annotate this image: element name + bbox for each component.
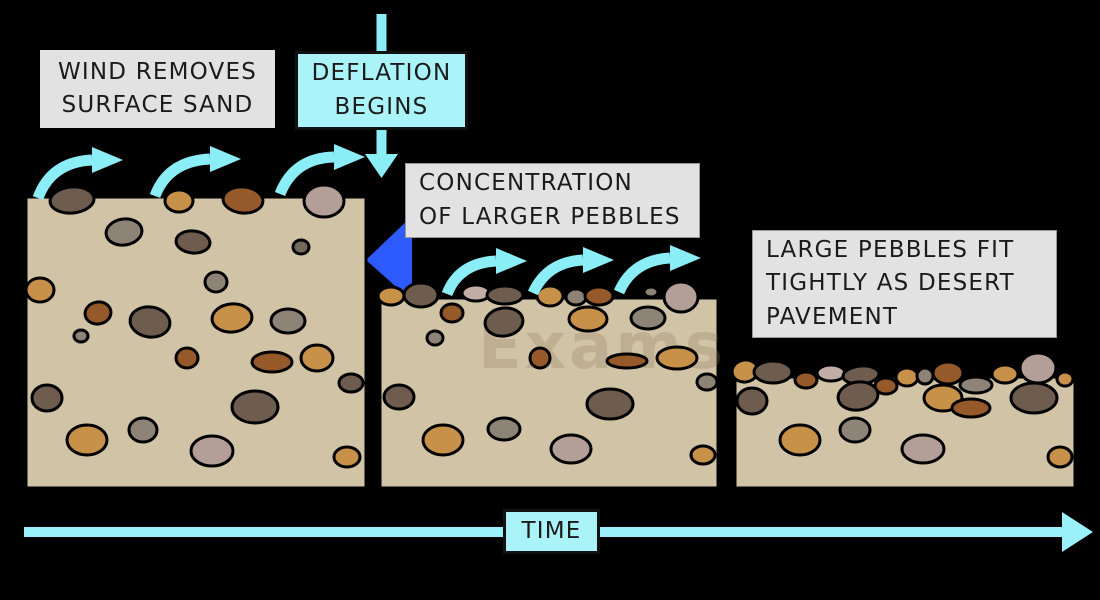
pebble: [269, 307, 307, 335]
pebble: [567, 305, 609, 333]
pebble: [836, 380, 880, 412]
pebble: [163, 188, 195, 214]
pebble: [1055, 370, 1075, 388]
pavement-label-line2: TIGHTLY AS DESERT: [766, 270, 1015, 297]
pebbles-stage3: [730, 351, 1075, 469]
pebble: [958, 375, 994, 395]
pebble: [174, 346, 200, 370]
pebble: [605, 352, 649, 370]
pebble: [486, 416, 522, 442]
pebble: [250, 350, 294, 374]
pebble: [585, 387, 635, 421]
pebble: [950, 397, 992, 419]
pebble: [778, 423, 822, 457]
pebble: [30, 383, 64, 413]
pebble: [535, 284, 565, 308]
pebble: [439, 302, 465, 324]
wind-arrow-icon: [613, 245, 701, 295]
pebble: [299, 343, 335, 373]
wind-label-line2: SURFACE SAND: [61, 92, 254, 118]
pebble: [382, 383, 416, 411]
wind-label-line1: WIND REMOVES: [57, 58, 258, 85]
pebble: [65, 423, 109, 457]
pebble: [230, 389, 280, 425]
pavement-label-line3: PAVEMENT: [766, 303, 899, 330]
deflation-label-line1: DEFLATION: [311, 60, 452, 87]
pebble: [629, 305, 667, 331]
pebble: [1046, 445, 1074, 469]
pebble: [421, 423, 465, 457]
desert-pavement-label: LARGE PEBBLES FIT TIGHTLY AS DESERT PAVE…: [752, 230, 1057, 338]
pebble: [528, 346, 552, 370]
pebble: [1009, 381, 1059, 415]
pebble: [793, 370, 819, 390]
pebble: [302, 183, 346, 219]
wind-arrow-icon: [527, 247, 614, 296]
time-label-text: TIME: [521, 517, 582, 544]
pebble: [990, 363, 1020, 385]
pebble: [72, 328, 90, 344]
wind-arrow-icon: [441, 248, 527, 297]
pebble: [662, 280, 700, 314]
wind-arrows-stage2: [441, 245, 701, 297]
pebble: [735, 386, 769, 416]
pebble: [210, 302, 254, 334]
pebble: [291, 238, 311, 256]
pebble: [83, 300, 113, 326]
deflation-begins-label: DEFLATION BEGINS: [295, 51, 468, 130]
pebbles-stage1: [24, 183, 365, 469]
pebble: [460, 283, 492, 303]
pebble: [655, 345, 699, 371]
pebble: [549, 433, 593, 465]
pebble: [128, 305, 172, 339]
pebble: [127, 416, 159, 444]
pebble: [48, 185, 96, 215]
concentration-label-line1: CONCENTRATION: [419, 170, 633, 197]
pebble: [564, 287, 588, 307]
wind-arrow-icon: [32, 147, 123, 201]
pebble: [485, 284, 525, 306]
pebble: [189, 434, 235, 468]
wind-removes-label: WIND REMOVES SURFACE SAND: [40, 50, 275, 128]
pebble: [583, 285, 615, 307]
pebble: [402, 281, 440, 309]
concentration-label: CONCENTRATION OF LARGER PEBBLES: [405, 163, 700, 238]
pebble: [900, 433, 946, 465]
deflation-label-line2: BEGINS: [334, 93, 429, 120]
pebble: [915, 366, 935, 386]
pebble: [24, 276, 56, 304]
time-label: TIME: [503, 509, 600, 554]
pebble: [203, 270, 229, 294]
pebble: [221, 185, 265, 215]
pebble: [689, 444, 717, 466]
wind-arrow-icon: [274, 144, 365, 197]
pebble: [104, 217, 144, 247]
pebbles-stage2: [376, 280, 719, 466]
pebble: [642, 285, 660, 299]
pebble: [752, 359, 794, 385]
pebble: [1018, 351, 1058, 385]
pebble: [337, 372, 365, 394]
pebble: [483, 306, 525, 338]
pebble: [815, 363, 847, 383]
pebble: [174, 229, 212, 255]
wind-arrow-icon: [149, 146, 241, 199]
pebble: [838, 416, 872, 444]
pebble: [931, 360, 965, 386]
pebble: [695, 372, 719, 392]
pebble: [332, 445, 362, 469]
pebble: [425, 329, 445, 347]
pebble: [376, 285, 406, 307]
wind-arrows-stage1: [32, 144, 365, 201]
pavement-label-line1: LARGE PEBBLES FIT: [766, 236, 1015, 263]
pebble: [894, 366, 920, 388]
concentration-label-line2: OF LARGER PEBBLES: [419, 203, 681, 230]
blue-transition-arrow-icon: [366, 216, 412, 301]
